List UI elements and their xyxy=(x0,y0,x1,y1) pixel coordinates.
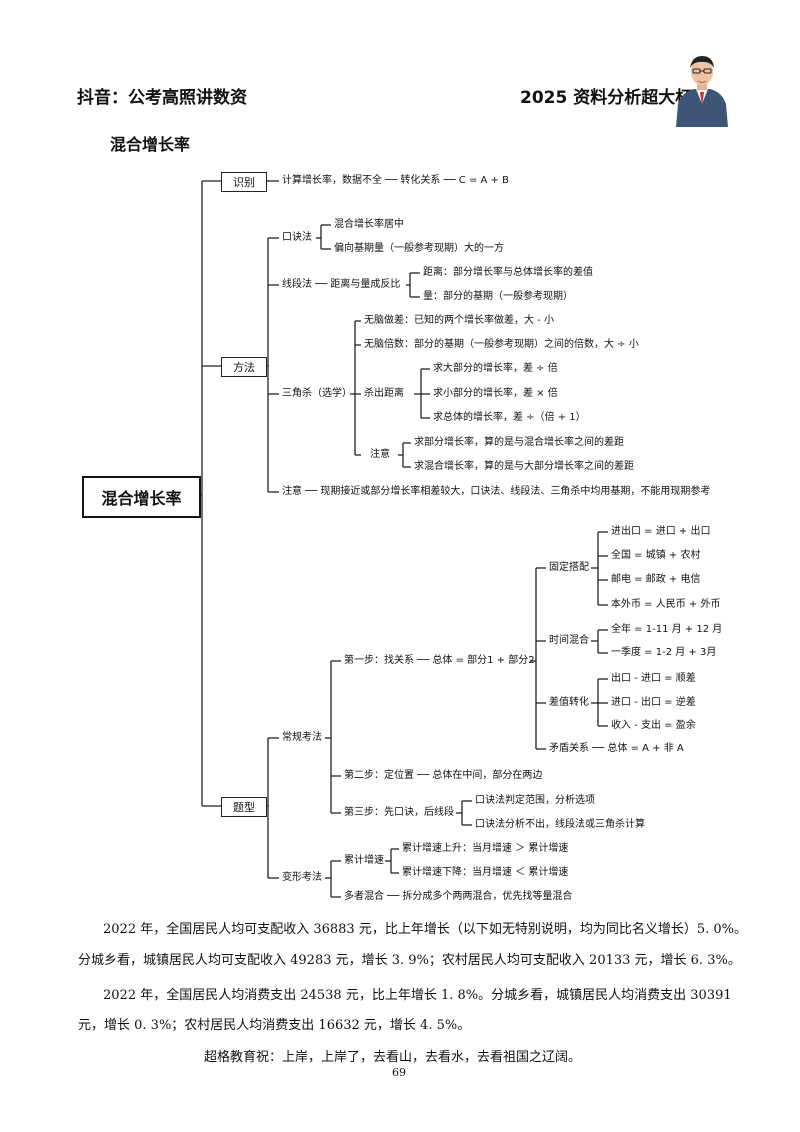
paragraph-line: 分城乡看，城镇居民人均可支配收入 49283 元，增长 3. 9%；农村居民人均… xyxy=(78,953,741,968)
cum-label: 累计增速 xyxy=(344,855,384,866)
kou-label: 口诀法 xyxy=(282,232,312,243)
fixed-item: 本外币 = 人民币 + 外币 xyxy=(611,599,721,610)
page-number: 69 xyxy=(392,1066,406,1079)
branch-identify: 识别 xyxy=(221,172,267,192)
fixed-item: 邮电 = 邮政 + 电信 xyxy=(611,574,701,585)
diff-item: 收入 - 支出 = 盈余 xyxy=(611,720,696,731)
fixed-item: 进出口 = 进口 + 出口 xyxy=(611,526,711,537)
branch-question: 题型 xyxy=(221,797,267,817)
triangle-label: 三角杀（选学） xyxy=(282,388,352,399)
multi-text: 多者混合 ── 拆分成多个两两混合，优先找等量混合 xyxy=(344,891,573,902)
diff-item: 出口 - 进口 = 顺差 xyxy=(611,673,696,684)
kou-item: 偏向基期量（一般参考现期）大的一方 xyxy=(334,243,504,254)
branch-method: 方法 xyxy=(221,357,267,377)
fixed-label: 固定搭配 xyxy=(549,562,589,573)
time-item: 全年 = 1-11 月 + 12 月 xyxy=(611,624,723,635)
mindmap-connectors xyxy=(198,180,608,898)
kou-item: 混合增长率居中 xyxy=(334,219,404,230)
diff-label: 差值转化 xyxy=(549,697,589,708)
triangle-dist-label: 杀出距离 xyxy=(364,388,404,399)
line-method-item: 量：部分的基期（一般参考现期） xyxy=(423,291,573,302)
line-method-label: 线段法 ── 距离与量成反比 xyxy=(282,279,401,290)
cum-item: 累计增速下降：当月增速 ＜ 累计增速 xyxy=(402,867,569,878)
root-node: 混合增长率 xyxy=(82,476,201,518)
step3-item: 口诀法判定范围，分析选项 xyxy=(475,795,595,806)
triangle-dist-item: 求小部分的增长率，差 × 倍 xyxy=(433,388,558,399)
step3-item: 口诀法分析不出，线段法或三角杀计算 xyxy=(475,819,645,830)
triangle-note-item: 求部分增长率，算的是与混合增长率之间的差距 xyxy=(414,437,624,448)
triangle-dist-item: 求总体的增长率，差 ÷（倍 + 1） xyxy=(433,412,586,423)
variant-label: 变形考法 xyxy=(282,872,322,883)
step1-text: 第一步：找关系 ── 总体 = 部分1 + 部分2 xyxy=(344,655,535,666)
section-title: 混合增长率 xyxy=(110,135,191,154)
method-note: 注意 ── 现期接近或部分增长率相差较大，口诀法、线段法、三角杀中均用基期，不能… xyxy=(282,486,711,497)
step2-text: 第二步：定位置 ── 总体在中间，部分在两边 xyxy=(344,770,543,781)
triangle-note-label: 注意 xyxy=(370,449,390,460)
identify-text: 计算增长率，数据不全 ── 转化关系 ── C = A + B xyxy=(282,175,509,186)
step3-text: 第三步：先口诀，后线段 xyxy=(344,807,454,818)
triangle-note-item: 求混合增长率，算的是与大部分增长率之间的差距 xyxy=(414,461,634,472)
header-right: 2025 资料分析超大杯 xyxy=(520,88,693,108)
motto: 超格教育祝：上岸，上岸了，去看山，去看水，去看祖国之辽阔。 xyxy=(204,1050,582,1065)
regular-label: 常规考法 xyxy=(282,732,322,743)
paragraph-line: 2022 年，全国居民人均消费支出 24538 元，比上年增长 1. 8%。分城… xyxy=(103,988,732,1003)
time-item: 一季度 = 1-2 月 + 3月 xyxy=(611,647,717,658)
triangle-item: 无脑倍数：部分的基期（一般参考现期）之间的倍数，大 ÷ 小 xyxy=(364,339,639,350)
diff-item: 进口 - 出口 = 逆差 xyxy=(611,697,696,708)
triangle-dist-item: 求大部分的增长率，差 ÷ 倍 xyxy=(433,363,558,374)
paragraph-line: 元，增长 0. 3%；农村居民人均消费支出 16632 元，增长 4. 5%。 xyxy=(78,1018,471,1033)
triangle-item: 无脑做差：已知的两个增长率做差，大 - 小 xyxy=(364,315,554,326)
line-method-item: 距离：部分增长率与总体增长率的差值 xyxy=(423,267,593,278)
time-label: 时间混合 xyxy=(549,635,589,646)
presenter-photo xyxy=(676,56,728,127)
header-left: 抖音：公考高照讲数资 xyxy=(77,88,247,108)
fixed-item: 全国 = 城镇 + 农村 xyxy=(611,550,701,561)
contra-text: 矛盾关系 ── 总体 = A + 非 A xyxy=(549,743,684,754)
paragraph-line: 2022 年，全国居民人均可支配收入 36883 元，比上年增长（以下如无特别说… xyxy=(103,922,747,937)
cum-item: 累计增速上升：当月增速 ＞ 累计增速 xyxy=(402,843,569,854)
